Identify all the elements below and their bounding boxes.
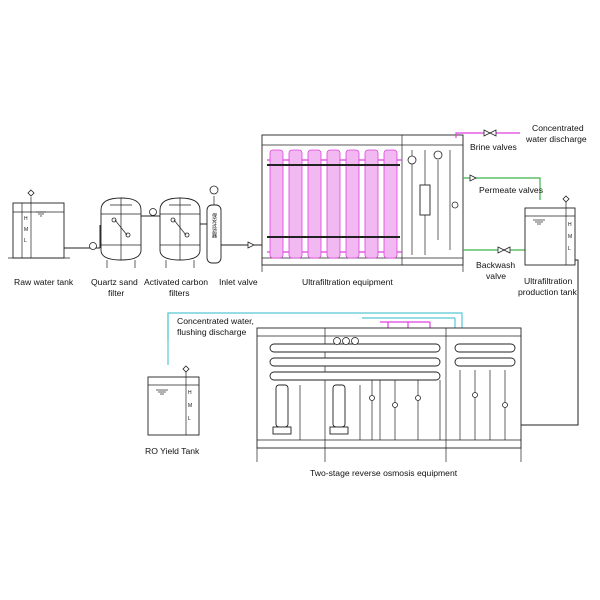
- ultrafiltration-equipment-label: Ultrafiltration equipment: [302, 277, 393, 287]
- uf-membrane: [269, 149, 284, 259]
- valve-icon: [392, 402, 398, 408]
- valve-icon: [472, 392, 478, 398]
- uf-production-tank-label-line1: Ultrafiltration: [524, 276, 572, 286]
- uf-membrane-modules: [269, 149, 398, 259]
- valve-icon: [497, 246, 505, 254]
- ro-tank-level-h: H: [188, 390, 192, 396]
- uf-tank-level-h: H: [568, 222, 572, 228]
- inlet-valve-label: Inlet valve: [219, 277, 258, 287]
- valve-icon: [170, 217, 176, 223]
- ro-yield-tank: H M L: [147, 365, 200, 436]
- valve-icon: [502, 402, 508, 408]
- concentrated-water-discharge-label-line1: Concentrated: [532, 123, 584, 133]
- valve-icon: [503, 246, 511, 254]
- valve-icon: [469, 174, 477, 182]
- activated-carbon-filter-label-line2: filters: [169, 288, 190, 298]
- brine-valves-label: Brine valves: [470, 142, 517, 152]
- concentrated-flushing-label-line2: flushing discharge: [177, 327, 246, 337]
- pump-icon: [89, 242, 97, 250]
- activated-carbon-filter-label-line1: Activated carbon: [144, 277, 208, 287]
- level-switch-icon: [27, 189, 35, 197]
- ro-tank-level-m: M: [188, 403, 192, 409]
- valve-icon: [184, 232, 190, 238]
- ultrafiltration-production-tank: H M L: [524, 195, 576, 266]
- pump-icon: [272, 384, 292, 435]
- pressure-gauge-icon: [351, 337, 359, 345]
- tank-level-m: M: [24, 227, 28, 233]
- backwash-valve-label-line2: valve: [486, 271, 506, 281]
- uf-tank-level-m: M: [568, 234, 572, 240]
- level-switch-icon: [182, 365, 190, 373]
- raw-water-tank: H M L: [8, 189, 70, 259]
- security-filter: 保安过滤器: [206, 185, 222, 264]
- pressure-gauge-icon: [342, 337, 350, 345]
- quartz-sand-filter-label-line2: filter: [108, 288, 124, 298]
- uf-membrane: [288, 149, 303, 259]
- pump-icon: [329, 384, 349, 435]
- uf-membrane: [345, 149, 360, 259]
- valve-icon: [451, 201, 459, 209]
- pressure-gauge-icon: [333, 337, 341, 345]
- level-switch-icon: [562, 195, 570, 203]
- uf-tank-level-l: L: [568, 246, 571, 252]
- concentrated-water-discharge-label-line2: water discharge: [525, 134, 587, 144]
- valve-icon: [369, 395, 375, 401]
- quartz-sand-filter-label-line1: Quartz sand: [91, 277, 138, 287]
- pressure-gauge-icon: [407, 155, 417, 165]
- ultrafiltration-equipment: [261, 134, 464, 272]
- pressure-gauge-icon: [433, 150, 443, 160]
- valve-icon: [111, 217, 117, 223]
- uf-membrane: [326, 149, 341, 259]
- uf-membrane: [364, 149, 379, 259]
- ro-tank-level-l: L: [188, 416, 191, 422]
- concentrated-flushing-label-line1: Concentrated water,: [177, 316, 254, 326]
- pressure-gauge-icon: [209, 185, 219, 195]
- valve-icon: [415, 395, 421, 401]
- valve-icon: [489, 129, 497, 137]
- two-stage-ro-label: Two-stage reverse osmosis equipment: [310, 468, 458, 478]
- permeate-valves-label: Permeate valves: [479, 185, 543, 195]
- valve-icon: [247, 241, 255, 249]
- uf-membrane: [307, 149, 322, 259]
- security-filter-text: 保安过滤器: [211, 212, 217, 239]
- ro-yield-tank-label: RO Yield Tank: [145, 446, 200, 456]
- valve-icon: [125, 232, 131, 238]
- raw-water-tank-label: Raw water tank: [14, 277, 74, 287]
- uf-membrane: [383, 149, 398, 259]
- pressure-gauge-icon: [149, 208, 157, 216]
- tank-level-h: H: [24, 216, 28, 222]
- backwash-valve-label-line1: Backwash: [476, 260, 515, 270]
- tank-level-l: L: [24, 238, 27, 244]
- two-stage-ro-equipment: [256, 327, 522, 462]
- uf-production-tank-label-line2: production tank: [518, 287, 577, 297]
- quartz-sand-filter: [100, 197, 142, 268]
- valve-icon: [483, 129, 491, 137]
- activated-carbon-filter: [159, 197, 201, 268]
